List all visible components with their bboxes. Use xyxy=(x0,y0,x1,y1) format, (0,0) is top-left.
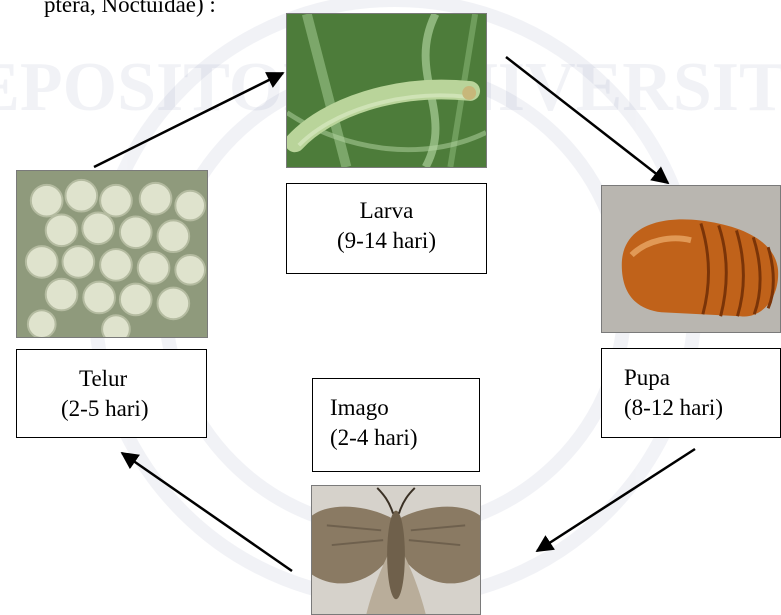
arrow-larva-to-pupa xyxy=(506,57,668,183)
arrow-imago-to-telur xyxy=(122,453,292,571)
arrow-pupa-to-imago xyxy=(537,449,695,551)
arrow-telur-to-larva xyxy=(94,73,283,167)
